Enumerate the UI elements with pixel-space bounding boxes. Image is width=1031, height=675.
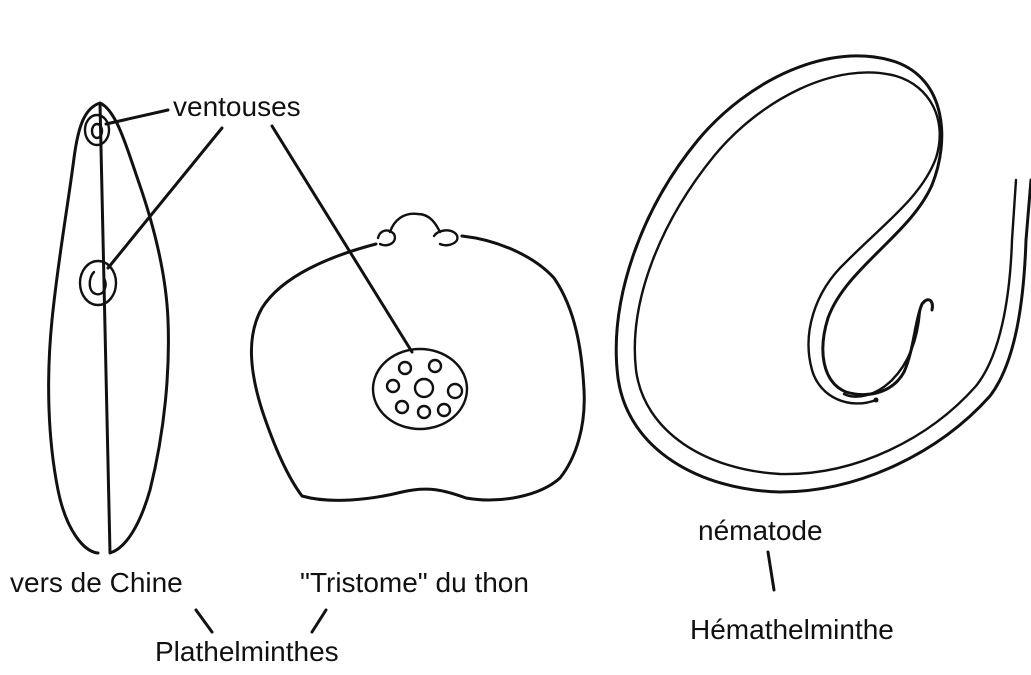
loculus-bottom-left xyxy=(396,401,408,413)
leader-tristome-group xyxy=(312,610,326,632)
leader-chinese-fluke-group xyxy=(196,610,212,632)
plathelminthes-label: Plathelminthes xyxy=(155,638,339,666)
loculus-right xyxy=(448,384,462,398)
nematode-drawing xyxy=(616,56,1031,492)
loculus-center xyxy=(415,379,433,397)
ventouses-label: ventouses xyxy=(173,93,301,121)
nematode-label: nématode xyxy=(698,517,823,545)
left-anterior-sucker xyxy=(378,231,395,246)
leader-oral-sucker xyxy=(106,110,168,124)
chinese-fluke-drawing xyxy=(49,103,169,553)
leader-ventral-sucker xyxy=(108,128,222,268)
loculus-left xyxy=(387,380,399,392)
nematode-inner-edge xyxy=(635,72,1016,474)
loculus-bottom xyxy=(418,406,430,418)
tristome-label: "Tristome" du thon xyxy=(300,569,529,597)
nematode-tail-dot xyxy=(874,398,879,403)
right-anterior-sucker xyxy=(434,230,457,245)
leader-tristome-sucker xyxy=(272,126,412,352)
tristome-drawing xyxy=(251,214,584,501)
leader-nematode-group xyxy=(768,552,774,590)
fluke-body-outline xyxy=(49,103,169,553)
ventral-sucker-outer xyxy=(80,261,116,305)
chinese-fluke-label: vers de Chine xyxy=(10,569,183,597)
oral-sucker-outer xyxy=(85,115,109,145)
tristome-body-outline xyxy=(251,236,584,500)
posterior-sucker-loculi xyxy=(387,360,462,418)
loculus-top-left xyxy=(399,362,411,374)
hemathelminthe-label: Hémathelminthe xyxy=(690,616,894,644)
tristome-anterior-lobe xyxy=(390,214,440,232)
loculus-bottom-right xyxy=(438,404,450,416)
loculus-top-right xyxy=(429,360,441,372)
nematode-outer-edge xyxy=(616,56,1031,492)
